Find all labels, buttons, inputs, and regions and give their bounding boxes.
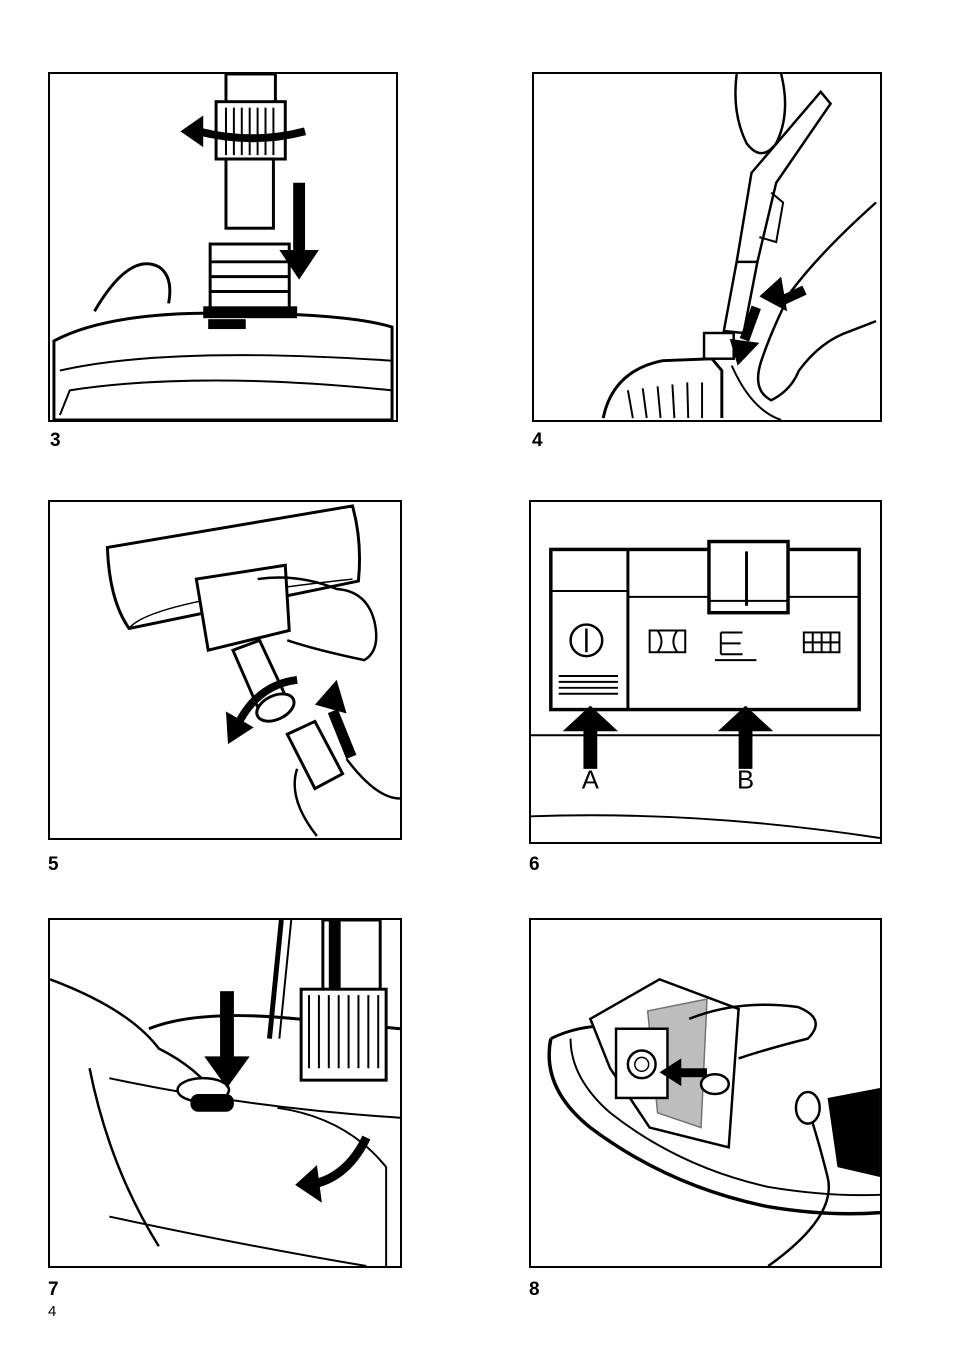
figure-5-panel — [48, 500, 402, 840]
label-b: B — [737, 767, 754, 795]
figure-number: 4 — [532, 431, 543, 450]
figure-7-illustration — [50, 920, 400, 1266]
figure-7-panel — [48, 918, 402, 1268]
figure-number: 5 — [48, 855, 59, 874]
figure-6-panel: A B — [529, 500, 882, 844]
figure-number: 3 — [50, 431, 61, 450]
figure-4-panel — [532, 72, 882, 422]
figure-3-panel — [48, 72, 398, 422]
figure-4-illustration — [534, 74, 880, 420]
figure-3-illustration — [50, 74, 396, 420]
label-a: A — [582, 767, 600, 795]
figure-8-panel — [529, 918, 882, 1268]
figure-number: 7 — [48, 1280, 59, 1299]
figure-5-illustration — [50, 502, 400, 838]
page-number: 4 — [48, 1304, 56, 1319]
figure-number: 8 — [529, 1280, 540, 1299]
figure-number: 6 — [529, 855, 540, 874]
figure-8-illustration — [531, 920, 880, 1266]
figure-6-illustration: A B — [531, 502, 880, 842]
